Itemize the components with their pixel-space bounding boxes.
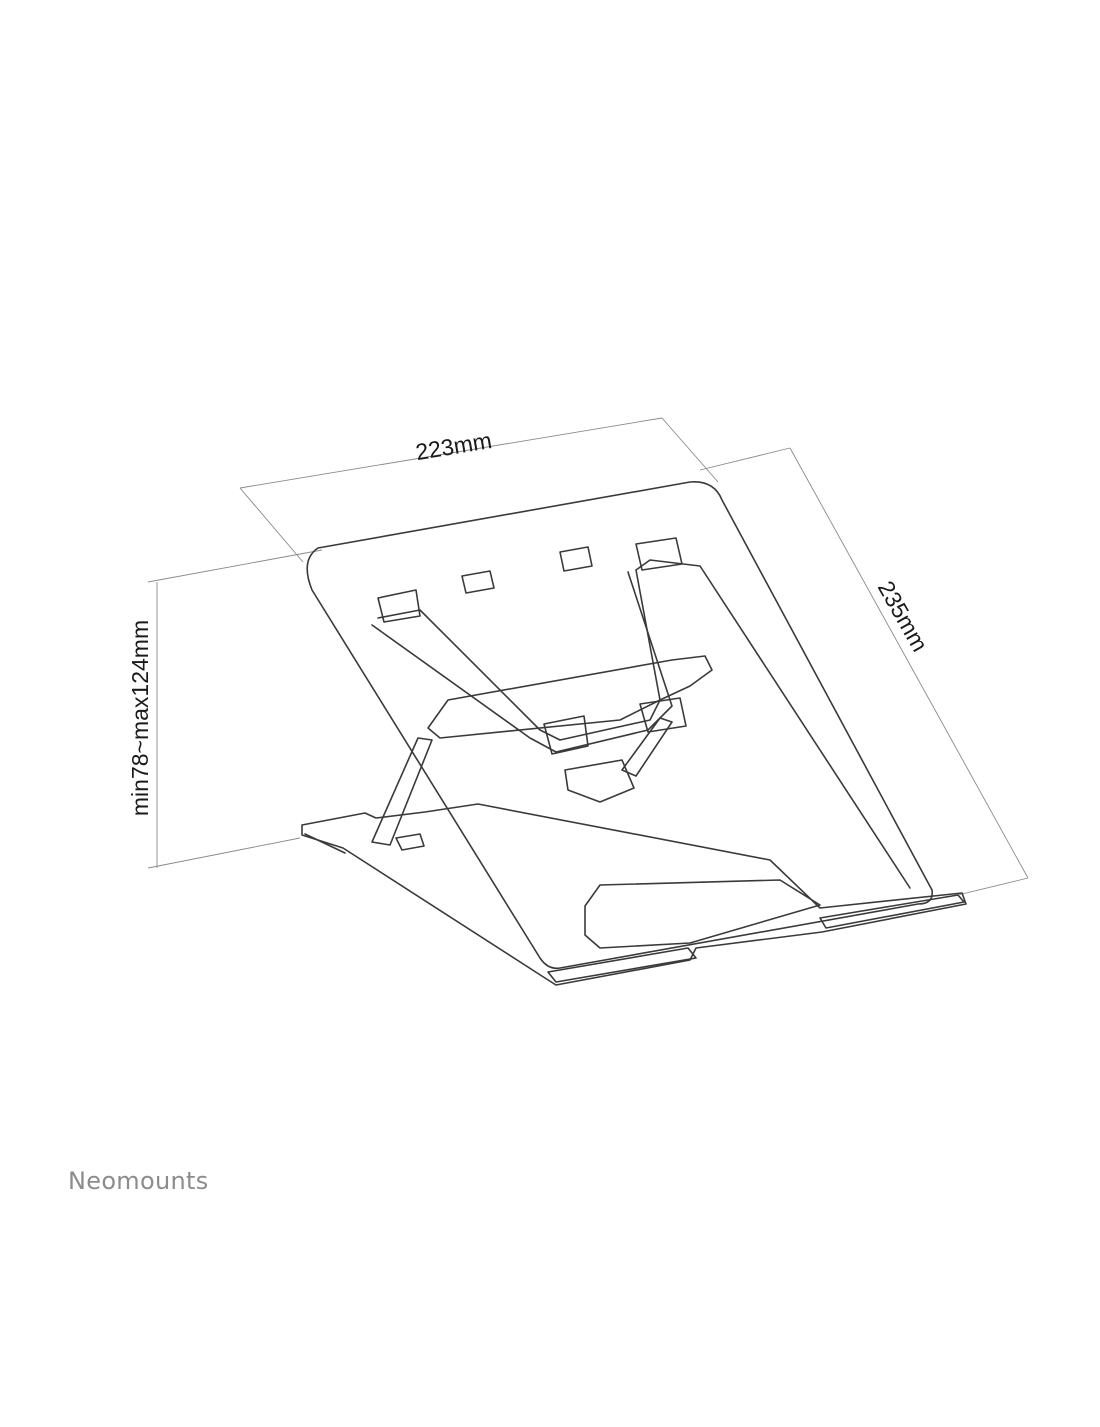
left-leg-foot xyxy=(395,833,425,851)
brand-logo: Neomounts xyxy=(68,1167,209,1195)
depth-dimension-line xyxy=(789,447,1029,879)
right-rubber-foot xyxy=(819,894,965,929)
rubber-pad-left xyxy=(461,570,495,594)
center-support-pad xyxy=(564,759,635,803)
left-support-leg xyxy=(371,737,433,846)
height-extension-top xyxy=(147,549,323,583)
base-frame xyxy=(301,803,967,986)
top-left-hook xyxy=(377,589,421,623)
rubber-pad-right xyxy=(559,546,593,572)
width-extension-left xyxy=(239,487,304,563)
depth-extension-top xyxy=(699,447,791,471)
height-extension-bottom xyxy=(147,837,301,869)
depth-label: 235mm xyxy=(873,576,933,656)
depth-extension-bottom xyxy=(957,877,1029,896)
right-support-leg xyxy=(621,717,673,777)
top-plate-cutout xyxy=(371,571,673,753)
width-label: 223mm xyxy=(414,427,494,465)
top-plate-inner-edge xyxy=(377,559,911,889)
height-label: min78~max124mm xyxy=(127,620,153,816)
depth-dimension: 235mm xyxy=(699,447,1029,896)
retaining-hooks xyxy=(377,537,687,755)
base-cutout xyxy=(584,879,821,949)
width-extension-right xyxy=(661,417,719,483)
top-right-hook xyxy=(635,537,683,571)
top-plate-outline xyxy=(306,481,934,970)
top-plate xyxy=(306,481,934,970)
support-legs xyxy=(371,655,713,851)
front-rubber-foot xyxy=(547,947,697,983)
support-crossbar xyxy=(427,655,713,739)
height-dimension: min78~max124mm xyxy=(127,549,323,869)
bottom-left-hook xyxy=(543,715,589,755)
bottom-right-hook xyxy=(639,697,687,733)
width-dimension-line xyxy=(239,417,663,489)
